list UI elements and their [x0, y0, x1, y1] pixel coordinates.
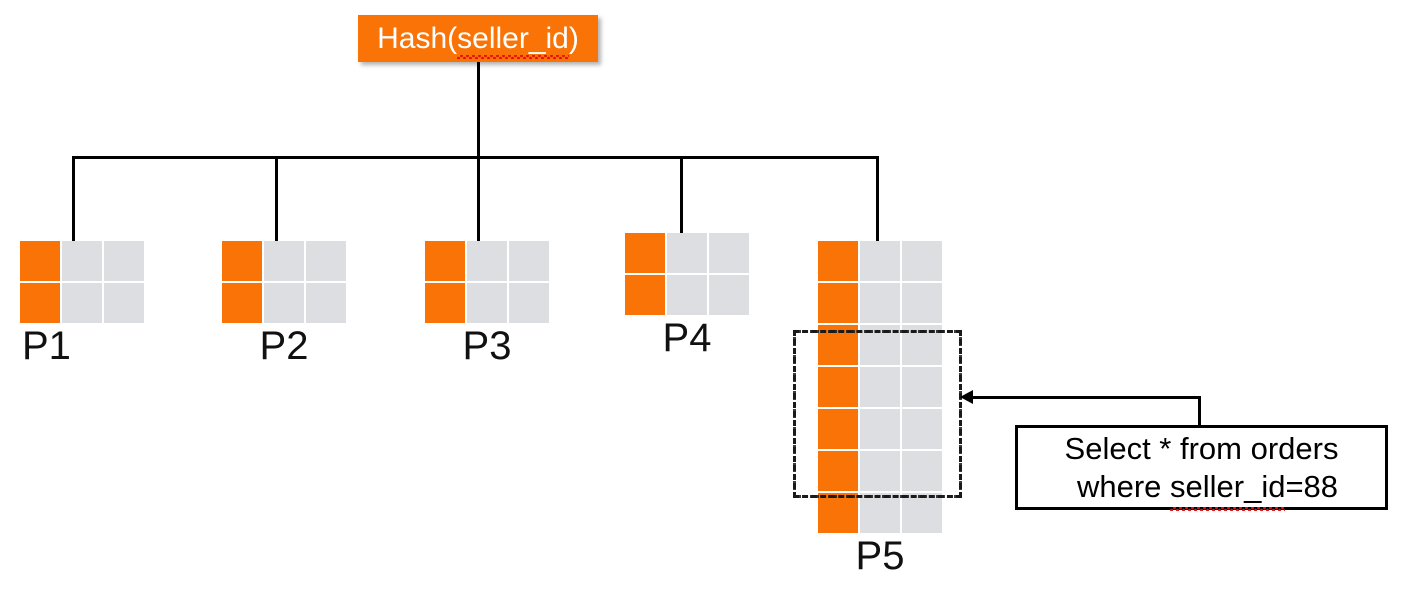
cell: [625, 233, 665, 273]
cell: [860, 241, 900, 281]
cell: [264, 283, 304, 323]
callout-line-2: where seller_id=88: [1065, 468, 1339, 511]
tree-drop-line-p5: [876, 156, 879, 242]
cell: [860, 451, 900, 491]
tree-drop-line-p3: [477, 156, 480, 242]
partition-p5-grid: [818, 241, 942, 533]
callout-column-name: seller_id: [1170, 468, 1286, 511]
cell: [104, 283, 144, 323]
cell: [860, 325, 900, 365]
partition-p2-grid: [222, 241, 346, 323]
cell: [902, 325, 942, 365]
tree-drop-line-p1: [72, 156, 75, 242]
cell: [818, 325, 858, 365]
hash-function-box: Hash(seller_id): [358, 15, 598, 62]
callout-line-1: Select * from orders: [1064, 430, 1339, 466]
cell: [62, 241, 102, 281]
cell: [860, 367, 900, 407]
cell: [467, 283, 507, 323]
cell: [709, 275, 749, 315]
cell: [425, 241, 465, 281]
partition-p1[interactable]: P1: [20, 241, 144, 366]
cell: [902, 367, 942, 407]
cell: [860, 409, 900, 449]
cell: [902, 241, 942, 281]
partition-p4[interactable]: P4: [625, 233, 749, 358]
partition-p5[interactable]: P5: [818, 241, 942, 576]
callout-value: =88: [1285, 468, 1339, 504]
cell: [818, 283, 858, 323]
cell: [264, 241, 304, 281]
cell: [667, 275, 707, 315]
partition-p1-label: P1: [22, 324, 71, 368]
callout-arrow-head-icon: [960, 390, 973, 404]
cell: [62, 283, 102, 323]
hash-prefix: Hash(: [377, 21, 458, 55]
hash-suffix: ): [568, 21, 579, 55]
partition-p1-grid: [20, 241, 144, 323]
tree-drop-line-p2: [275, 156, 278, 242]
hash-function-label: Hash(seller_id): [377, 21, 579, 59]
cell: [860, 493, 900, 533]
partition-p3-label: P3: [462, 324, 512, 368]
tree-trunk-line: [477, 62, 480, 158]
cell: [667, 233, 707, 273]
cell: [20, 241, 60, 281]
cell: [425, 283, 465, 323]
callout-arrow-horizontal: [968, 396, 1201, 399]
hash-column-name: seller_id: [457, 21, 569, 59]
cell: [20, 283, 60, 323]
cell: [902, 451, 942, 491]
cell: [818, 409, 858, 449]
partition-p3[interactable]: P3: [425, 241, 549, 366]
partition-p2[interactable]: P2: [222, 241, 346, 366]
cell: [902, 283, 942, 323]
cell: [222, 241, 262, 281]
cell: [818, 367, 858, 407]
cell: [902, 493, 942, 533]
query-callout-box[interactable]: Select * from orders where seller_id=88: [1015, 425, 1388, 511]
cell: [467, 241, 507, 281]
partition-p4-grid: [625, 233, 749, 315]
cell: [306, 241, 346, 281]
cell: [509, 283, 549, 323]
cell: [509, 241, 549, 281]
callout-arrow-vertical: [1198, 397, 1201, 427]
partition-p2-label: P2: [259, 324, 309, 368]
callout-where-keyword: where: [1076, 468, 1170, 504]
cell: [709, 233, 749, 273]
cell: [625, 275, 665, 315]
tree-bus-line: [72, 156, 879, 159]
cell: [818, 451, 858, 491]
cell: [222, 283, 262, 323]
cell: [902, 409, 942, 449]
cell: [818, 493, 858, 533]
cell: [818, 241, 858, 281]
cell: [306, 283, 346, 323]
partition-p4-label: P4: [662, 316, 712, 360]
tree-drop-line-p4: [680, 156, 683, 234]
cell: [104, 241, 144, 281]
cell: [860, 283, 900, 323]
partition-p5-label: P5: [855, 534, 905, 578]
partition-p3-grid: [425, 241, 549, 323]
